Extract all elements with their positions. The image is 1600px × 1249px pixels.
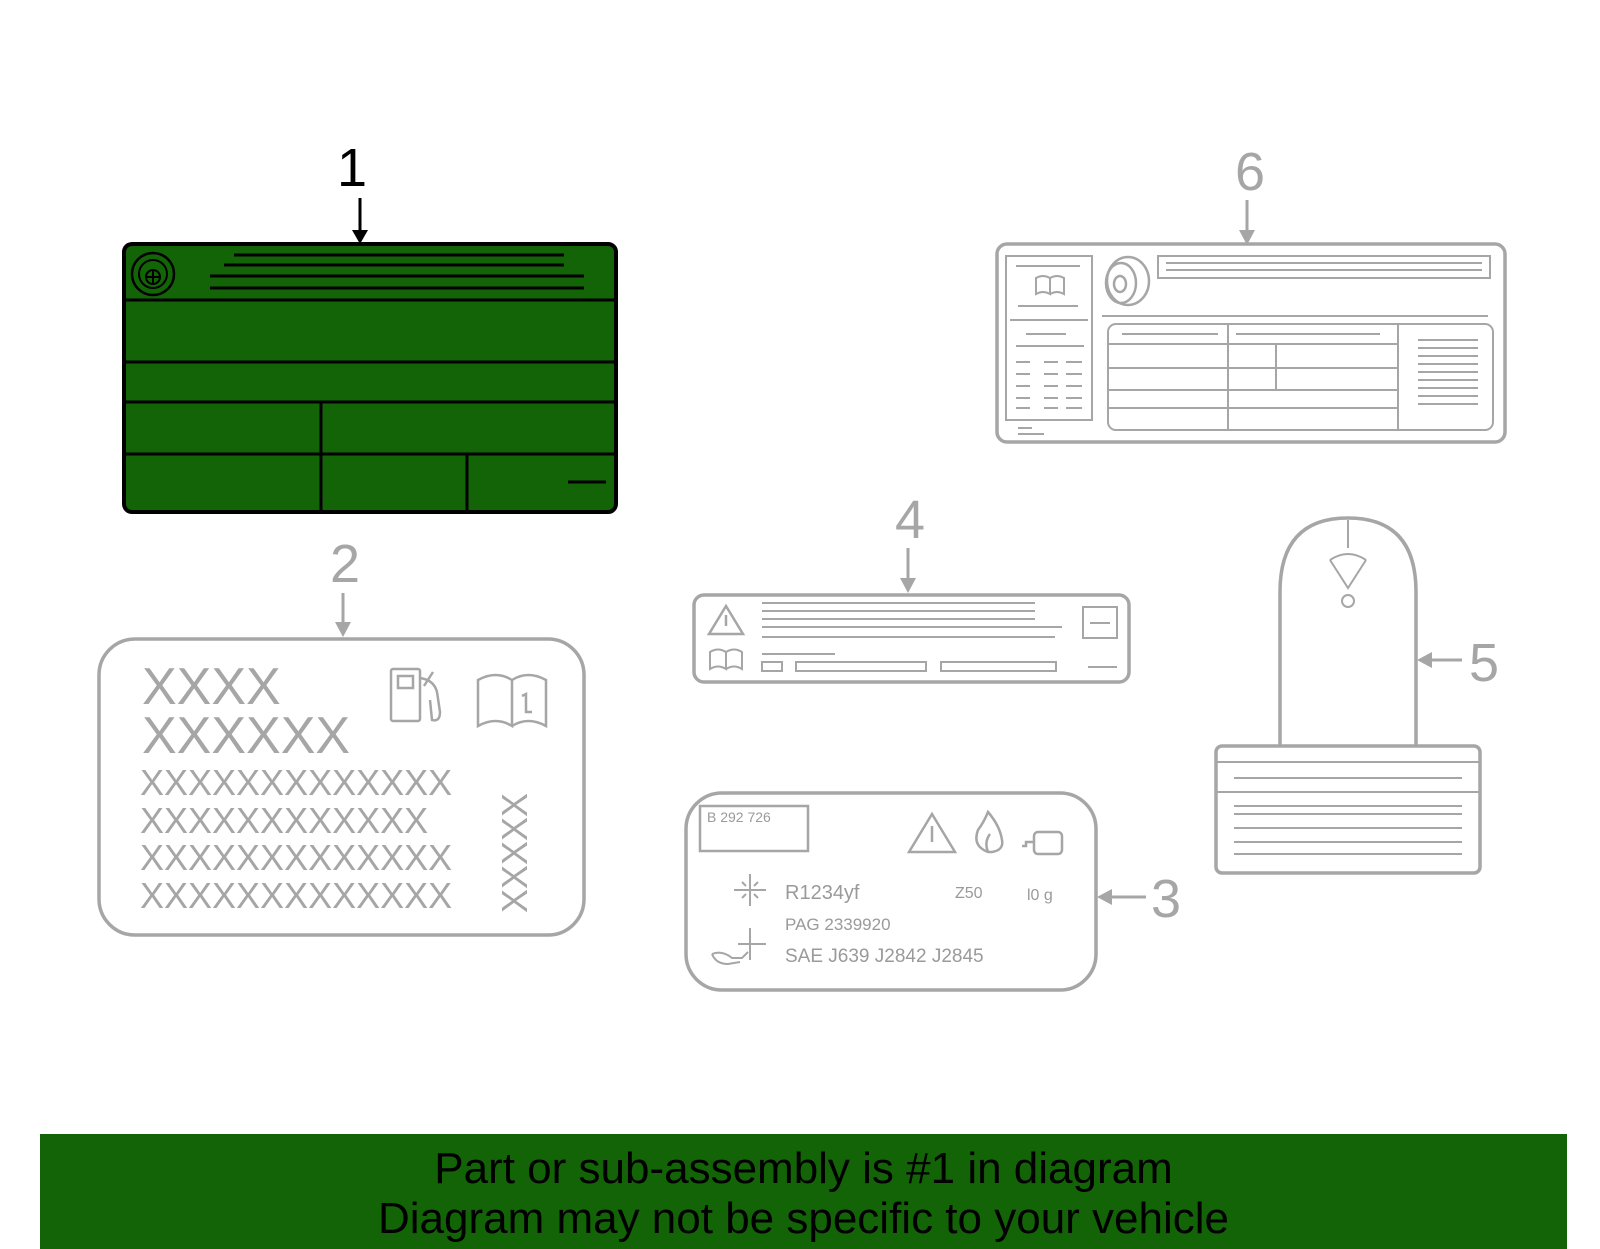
part-1-label[interactable]: 1 — [122, 138, 618, 514]
wiper-fluid-icon — [1329, 520, 1367, 608]
callout-4: 4 — [895, 490, 925, 550]
tire-icon — [1104, 255, 1151, 307]
bmw-logo-icon — [130, 251, 176, 297]
label-2-line2: XXXXXX — [142, 707, 350, 765]
label-2-vertical: XXXXX — [494, 793, 535, 913]
label-2-row: XXXXXXXXXXXX — [140, 800, 428, 841]
callout-3: 3 — [1151, 869, 1181, 929]
part-3-label[interactable]: 3 B 292 726 R1234yf PAG 2339920 SAE J639… — [684, 791, 1181, 992]
label-3-refrigerant: R1234yf — [785, 882, 860, 904]
part-3-body — [684, 791, 1098, 992]
label-2-row: XXXXXXXXXXXXX — [140, 837, 452, 878]
banner-line-2: Diagram may not be specific to your vehi… — [377, 1194, 1230, 1243]
label-3-code: B 292 726 — [707, 809, 771, 825]
callout-5: 5 — [1469, 633, 1499, 693]
ac-symbol-icon — [734, 874, 766, 906]
compressor-icon — [1022, 830, 1064, 856]
part-1-body — [122, 242, 618, 514]
label-2-line1: XXXX — [142, 658, 281, 716]
oil-can-icon — [711, 928, 766, 966]
part-2-body — [97, 637, 586, 937]
manual-book-icon — [709, 648, 743, 671]
part-5-label[interactable]: 5 — [1214, 516, 1499, 875]
label-3-oil: PAG 2339920 — [785, 915, 891, 934]
flame-icon — [975, 809, 1004, 854]
fuel-pump-icon — [389, 667, 442, 723]
warning-icon — [906, 811, 958, 854]
label-2-row: XXXXXXXXXXXXX — [140, 875, 452, 916]
part-4-body — [692, 593, 1131, 684]
label-3-z: Z50 — [955, 885, 983, 902]
part-4-label[interactable]: 4 — [692, 490, 1131, 684]
label-3-amount: l0 g — [1027, 887, 1053, 904]
part-6-label[interactable]: 6 — [995, 142, 1507, 444]
callout-2: 2 — [330, 534, 360, 594]
banner-line-1: Part or sub-assembly is #1 in diagram — [434, 1144, 1173, 1193]
callout-1: 1 — [337, 138, 367, 198]
callout-6: 6 — [1235, 142, 1265, 202]
manual-book-icon — [476, 673, 548, 729]
label-2-row: XXXXXXXXXXXXX — [140, 762, 452, 803]
label-3-standards: SAE J639 J2842 J2845 — [785, 946, 984, 967]
footer-banner: Part or sub-assembly is #1 in diagram Di… — [40, 1134, 1567, 1249]
part-2-label[interactable]: 2 XXXX XXXXXX XXXXXXXXXXXXX XXXXXXXXXXXX… — [97, 534, 586, 937]
part-5-tag — [1278, 516, 1418, 748]
warning-icon — [706, 603, 746, 636]
manual-book-icon — [1035, 275, 1065, 296]
